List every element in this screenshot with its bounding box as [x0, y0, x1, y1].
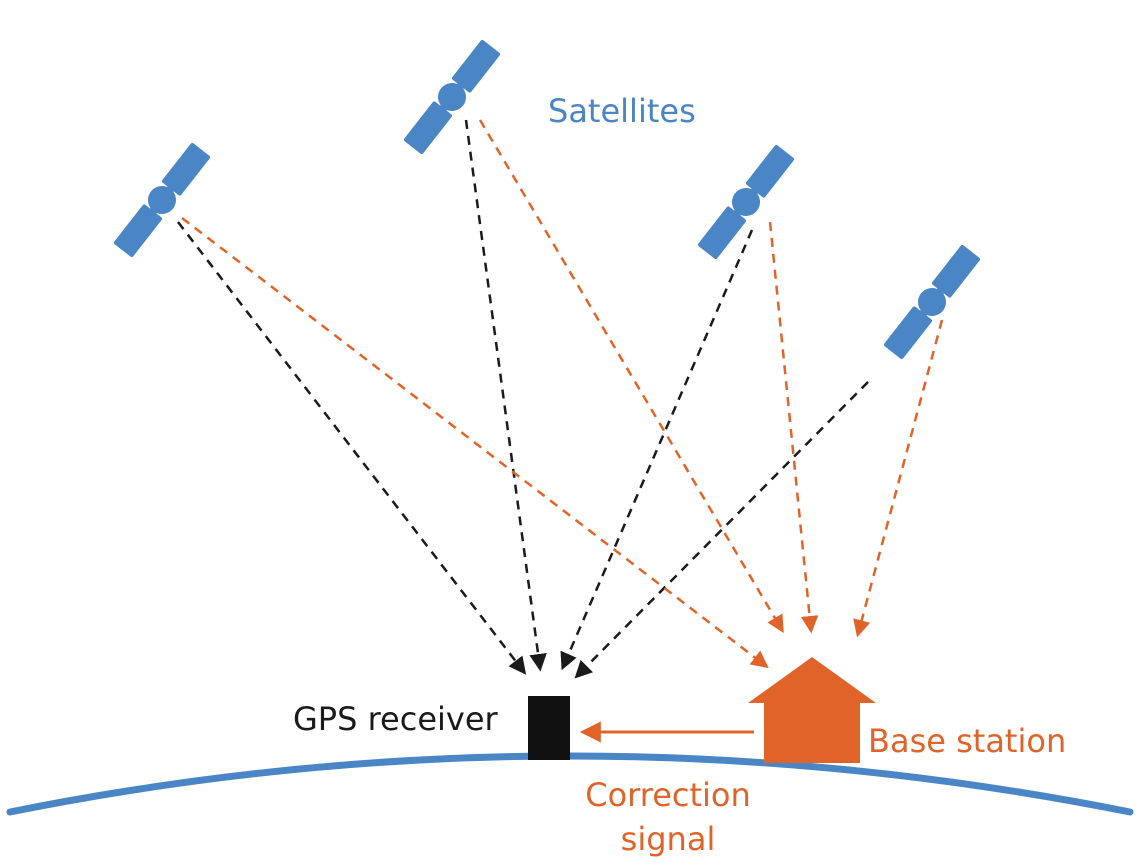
receiver-signal-line	[177, 221, 527, 675]
house-icon	[748, 657, 876, 763]
base-station-label: Base station	[868, 722, 1066, 760]
correction-signal-label-line2: signal	[621, 820, 716, 858]
correction-signal-label-line1: Correction	[585, 776, 751, 814]
receiver-signal-line	[560, 229, 754, 671]
receiver-signal-line	[464, 119, 547, 672]
satellite-icon	[881, 242, 983, 362]
satellite-icon	[401, 37, 503, 157]
gps-receiver-label: GPS receiver	[293, 700, 499, 738]
base-signal-line	[478, 119, 784, 634]
earth-surface	[6, 752, 1134, 816]
satellites-label: Satellites	[548, 92, 696, 130]
base-signal-line	[853, 319, 944, 638]
gps-receiver-icon	[528, 696, 570, 760]
satellite-icon	[695, 142, 797, 262]
base-signal-line	[768, 221, 819, 634]
base-signal-line	[181, 217, 769, 669]
receiver-signal-line	[574, 381, 869, 679]
satellite-icon	[111, 140, 213, 260]
